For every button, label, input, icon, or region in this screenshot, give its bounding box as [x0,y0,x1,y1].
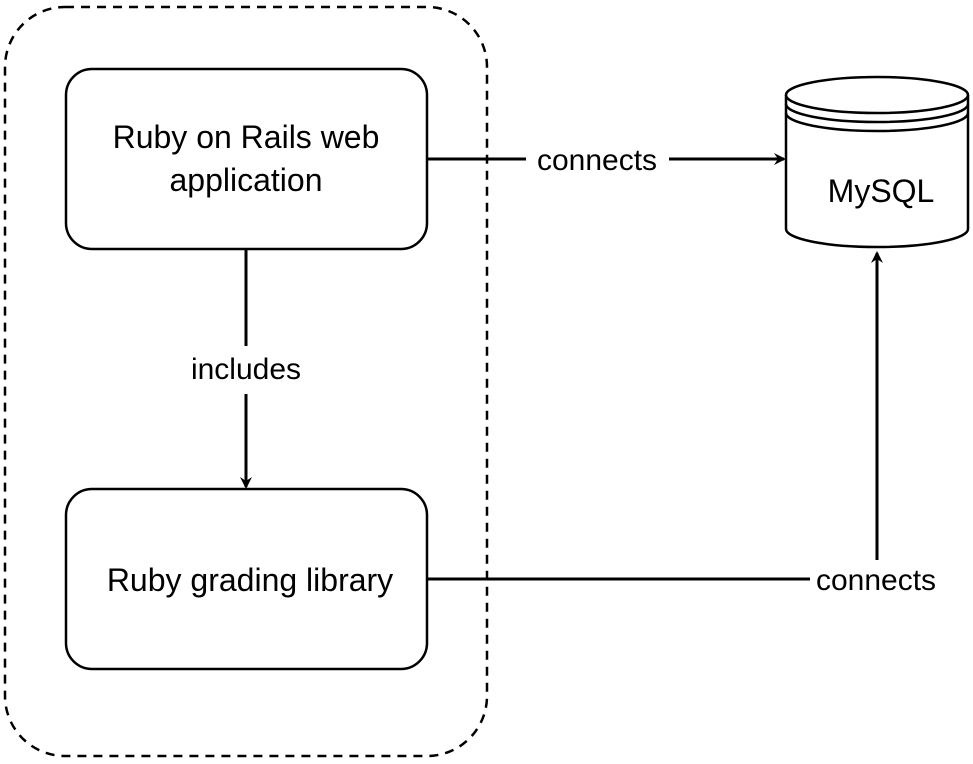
edge-app-to-database-label: connects [537,144,657,177]
rails-app-label-line1: Ruby on Rails web [113,119,380,155]
edge-app-to-library: includes [184,249,308,489]
rails-app-label-line2: application [170,162,323,198]
edge-app-to-database: connects [427,140,786,178]
grading-library-label: Ruby grading library [107,562,393,598]
grading-library-node[interactable]: Ruby grading library [64,487,429,671]
rails-app-node[interactable]: Ruby on Rails web application [64,67,429,251]
mysql-label: MySQL [828,173,935,209]
application-group-boundary [3,5,489,758]
edge-library-to-database-label: connects [816,564,936,597]
edge-library-to-database: connects [427,251,943,598]
mysql-database-node[interactable]: MySQL [784,75,970,249]
edge-app-to-library-label: includes [191,353,301,386]
